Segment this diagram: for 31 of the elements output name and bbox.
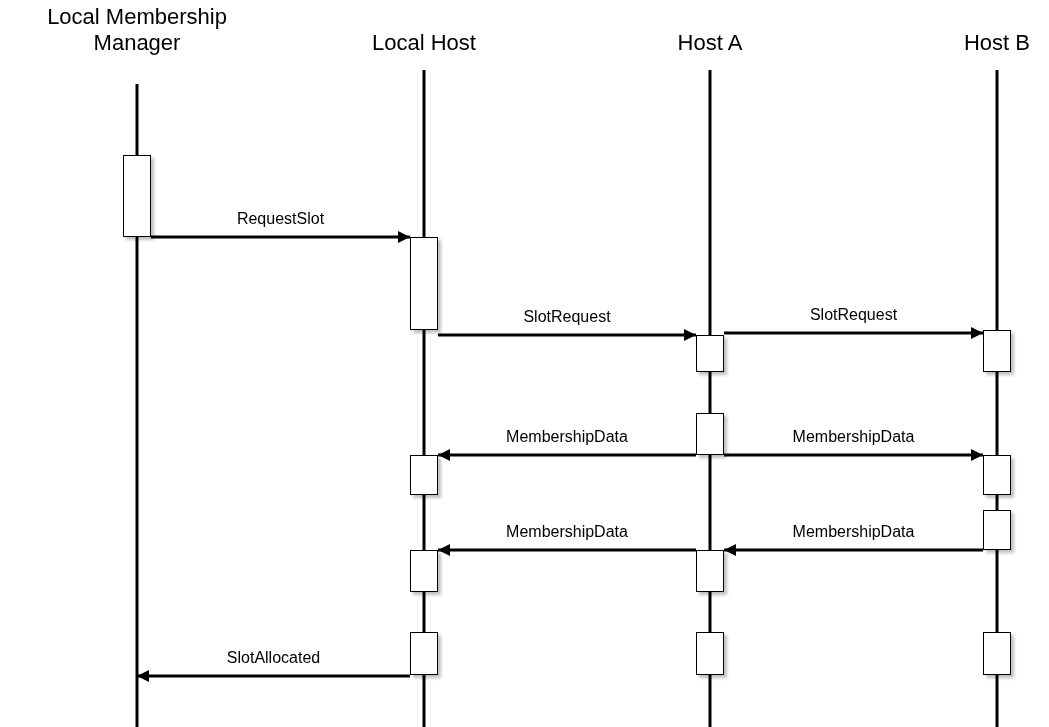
message-label: SlotRequest (521, 308, 613, 326)
message-arrow (724, 327, 983, 339)
participant-label: Host B (963, 30, 1031, 56)
activation-bar (696, 335, 724, 372)
activation-bar (696, 550, 724, 592)
message-label: MembershipData (790, 428, 917, 446)
message-arrow (151, 231, 410, 243)
message-arrow (724, 544, 983, 556)
message-label: MembershipData (504, 523, 630, 541)
message-arrow (438, 544, 696, 556)
message-label: MembershipData (504, 428, 630, 446)
message-label: SlotRequest (807, 306, 900, 324)
activation-bar (983, 510, 1011, 550)
activation-bar (696, 632, 724, 675)
activation-bar (123, 155, 151, 237)
activation-bar (410, 632, 438, 675)
message-arrow (438, 329, 696, 341)
activation-bar (410, 455, 438, 495)
participant-label: Local Host (371, 30, 477, 56)
message-arrow (724, 449, 983, 461)
message-arrow (438, 449, 696, 461)
activation-bar (410, 237, 438, 330)
activation-bar (983, 330, 1011, 372)
participant-label: Host A (676, 30, 744, 56)
activation-bar (983, 632, 1011, 675)
message-label: MembershipData (790, 523, 917, 541)
activation-bar (696, 413, 724, 455)
message-arrow (137, 670, 410, 682)
activation-bar (410, 550, 438, 592)
activation-bar (983, 455, 1011, 495)
participant-label: Local Membership Manager (46, 4, 228, 56)
